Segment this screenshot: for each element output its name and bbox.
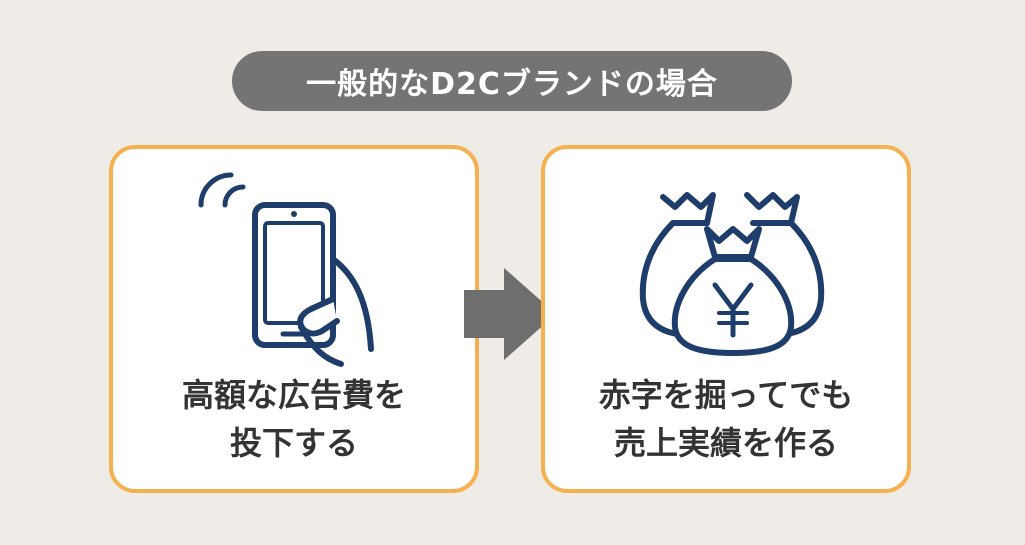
money-bags-yen-icon xyxy=(639,192,825,356)
page-title: 一般的なD2Cブランドの場合 xyxy=(306,67,718,102)
card-sales-record: 赤字を掘ってでも 売上実績を作る xyxy=(541,145,911,493)
right-arrow-icon xyxy=(464,268,556,360)
caption-line-2: 投下する xyxy=(229,424,358,462)
card-ad-spend: 高額な広告費を 投下する xyxy=(109,145,479,493)
smartphone-hand-icon xyxy=(198,172,374,367)
caption-line-1: 赤字を掘ってでも xyxy=(598,376,854,414)
title-pill: 一般的なD2Cブランドの場合 xyxy=(232,51,792,111)
card-caption: 赤字を掘ってでも 売上実績を作る xyxy=(545,371,907,467)
caption-line-2: 売上実績を作る xyxy=(613,424,838,462)
caption-line-1: 高額な広告費を xyxy=(181,376,406,414)
card-caption: 高額な広告費を 投下する xyxy=(113,371,475,467)
